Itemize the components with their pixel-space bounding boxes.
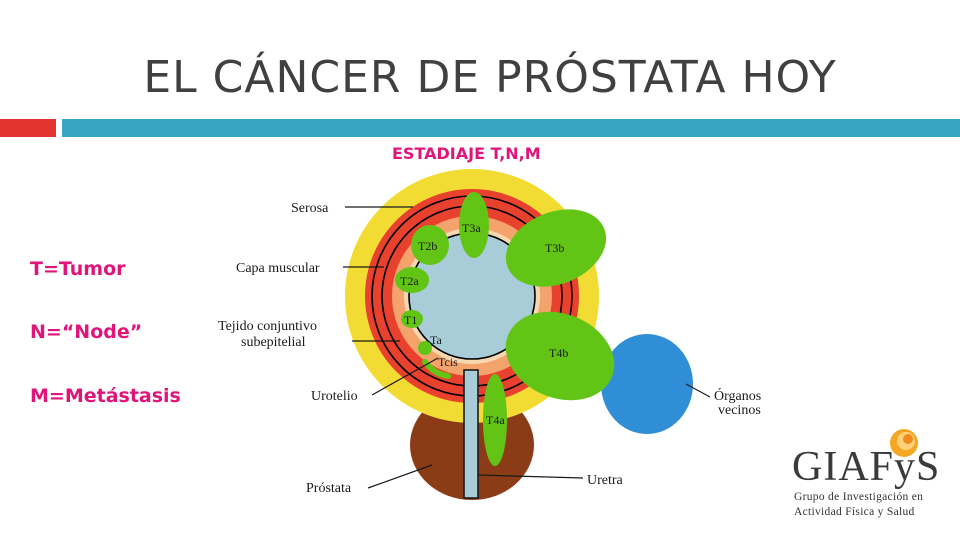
label-prostate: Próstata xyxy=(306,481,352,496)
tumor-t1 xyxy=(401,310,423,328)
prostate-leader xyxy=(367,464,433,489)
label-tissue-1: Tejido conjuntivo xyxy=(218,319,317,334)
label-organs-2: vecinos xyxy=(718,403,761,418)
legend-node: N=“Node” xyxy=(30,321,143,343)
tumor-t4a xyxy=(483,374,507,466)
label-organs-1: Órganos xyxy=(714,387,761,404)
label-t1: T1 xyxy=(404,313,417,327)
tumor-t2a xyxy=(395,267,429,293)
label-tcis: Tcis xyxy=(438,355,458,369)
organs-leader xyxy=(685,383,711,398)
tumor-t4b xyxy=(505,311,615,401)
label-t2a: T2a xyxy=(400,274,419,288)
title-underline-red xyxy=(0,119,56,137)
label-tissue-2: subepitelial xyxy=(241,335,306,350)
tumor-t2b xyxy=(411,225,449,265)
label-t4a: T4a xyxy=(486,413,505,427)
urothelium-leader xyxy=(371,357,439,396)
tumor-ta xyxy=(418,341,432,355)
tumor-t3a xyxy=(459,192,489,258)
label-t2b: T2b xyxy=(418,239,437,253)
logo-sun-icon xyxy=(890,429,918,457)
tumor-t3b xyxy=(505,209,607,287)
label-t3b: T3b xyxy=(545,241,564,255)
legend-metastasis: M=Metástasis xyxy=(30,385,181,407)
label-serosa: Serosa xyxy=(291,201,329,216)
slide-title: EL CÁNCER DE PRÓSTATA HOY xyxy=(143,52,837,103)
label-t3a: T3a xyxy=(462,221,481,235)
label-urothelium: Urotelio xyxy=(311,389,358,404)
label-muscular: Capa muscular xyxy=(236,261,320,276)
legend-tumor: T=Tumor xyxy=(30,258,126,280)
label-urethra: Uretra xyxy=(587,473,624,488)
urethra-tube xyxy=(463,369,479,499)
slide-subtitle: ESTADIAJE T,N,M xyxy=(392,144,541,163)
logo-tagline-1: Grupo de Investigación en xyxy=(794,491,924,503)
neighbor-organs-shape xyxy=(601,334,693,434)
label-ta: Ta xyxy=(430,333,442,347)
urethra-leader xyxy=(477,474,584,479)
logo-tagline-2: Actividad Física y Salud xyxy=(794,506,915,518)
logo-wordmark: GIAFyS xyxy=(792,444,941,490)
label-t4b: T4b xyxy=(549,346,568,360)
title-underline-blue xyxy=(62,119,960,137)
